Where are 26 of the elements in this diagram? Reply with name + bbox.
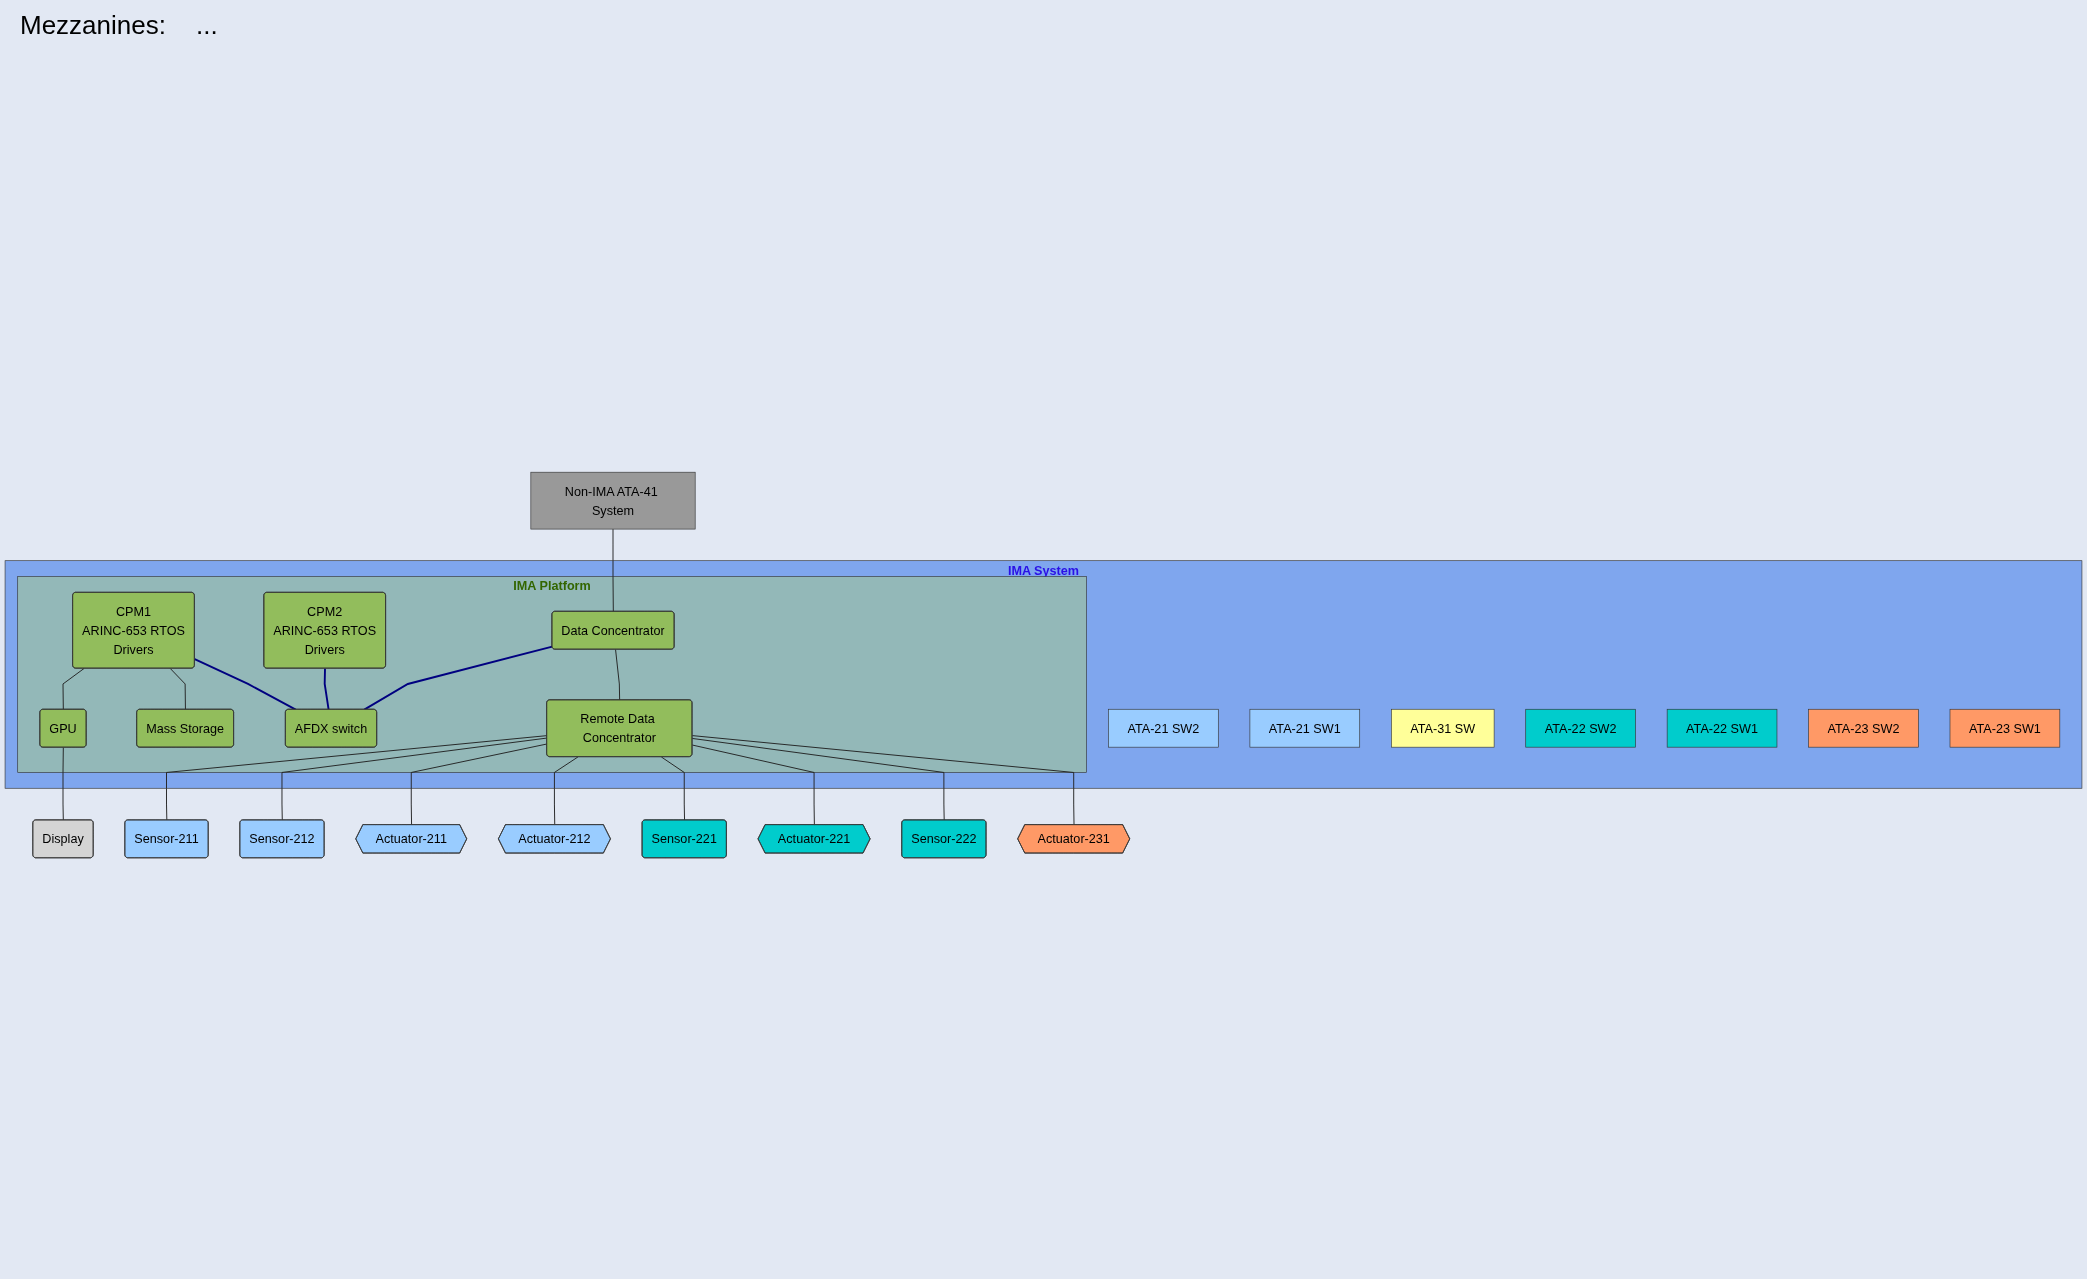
connector [363, 645, 554, 711]
connector [615, 649, 621, 701]
node-box: ATA-22 SW1 [1666, 708, 1778, 748]
node-box: ATA-23 SW2 [1808, 708, 1919, 748]
connector [410, 743, 548, 826]
node-box: Non-IMA ATA-41 System [530, 471, 696, 530]
connector [169, 668, 186, 711]
node-box: ATA-31 SW [1391, 708, 1495, 748]
node-box: ATA-21 SW1 [1249, 708, 1361, 748]
connector [323, 667, 330, 711]
connector [553, 756, 579, 826]
node-box: ATA-22 SW2 [1525, 708, 1636, 748]
note-text: ... [195, 10, 218, 41]
connector [281, 737, 548, 821]
connector [193, 658, 297, 711]
connector [660, 756, 686, 821]
connector [166, 735, 548, 821]
connector [691, 735, 1075, 826]
connector [62, 668, 85, 711]
node-box: ATA-23 SW1 [1949, 708, 2061, 748]
node-box: ATA-21 SW2 [1108, 708, 1219, 748]
connector [612, 528, 614, 613]
note-text: Mezzanines: [20, 10, 166, 41]
connector [691, 737, 945, 821]
connector [62, 747, 64, 821]
connector [691, 744, 815, 826]
